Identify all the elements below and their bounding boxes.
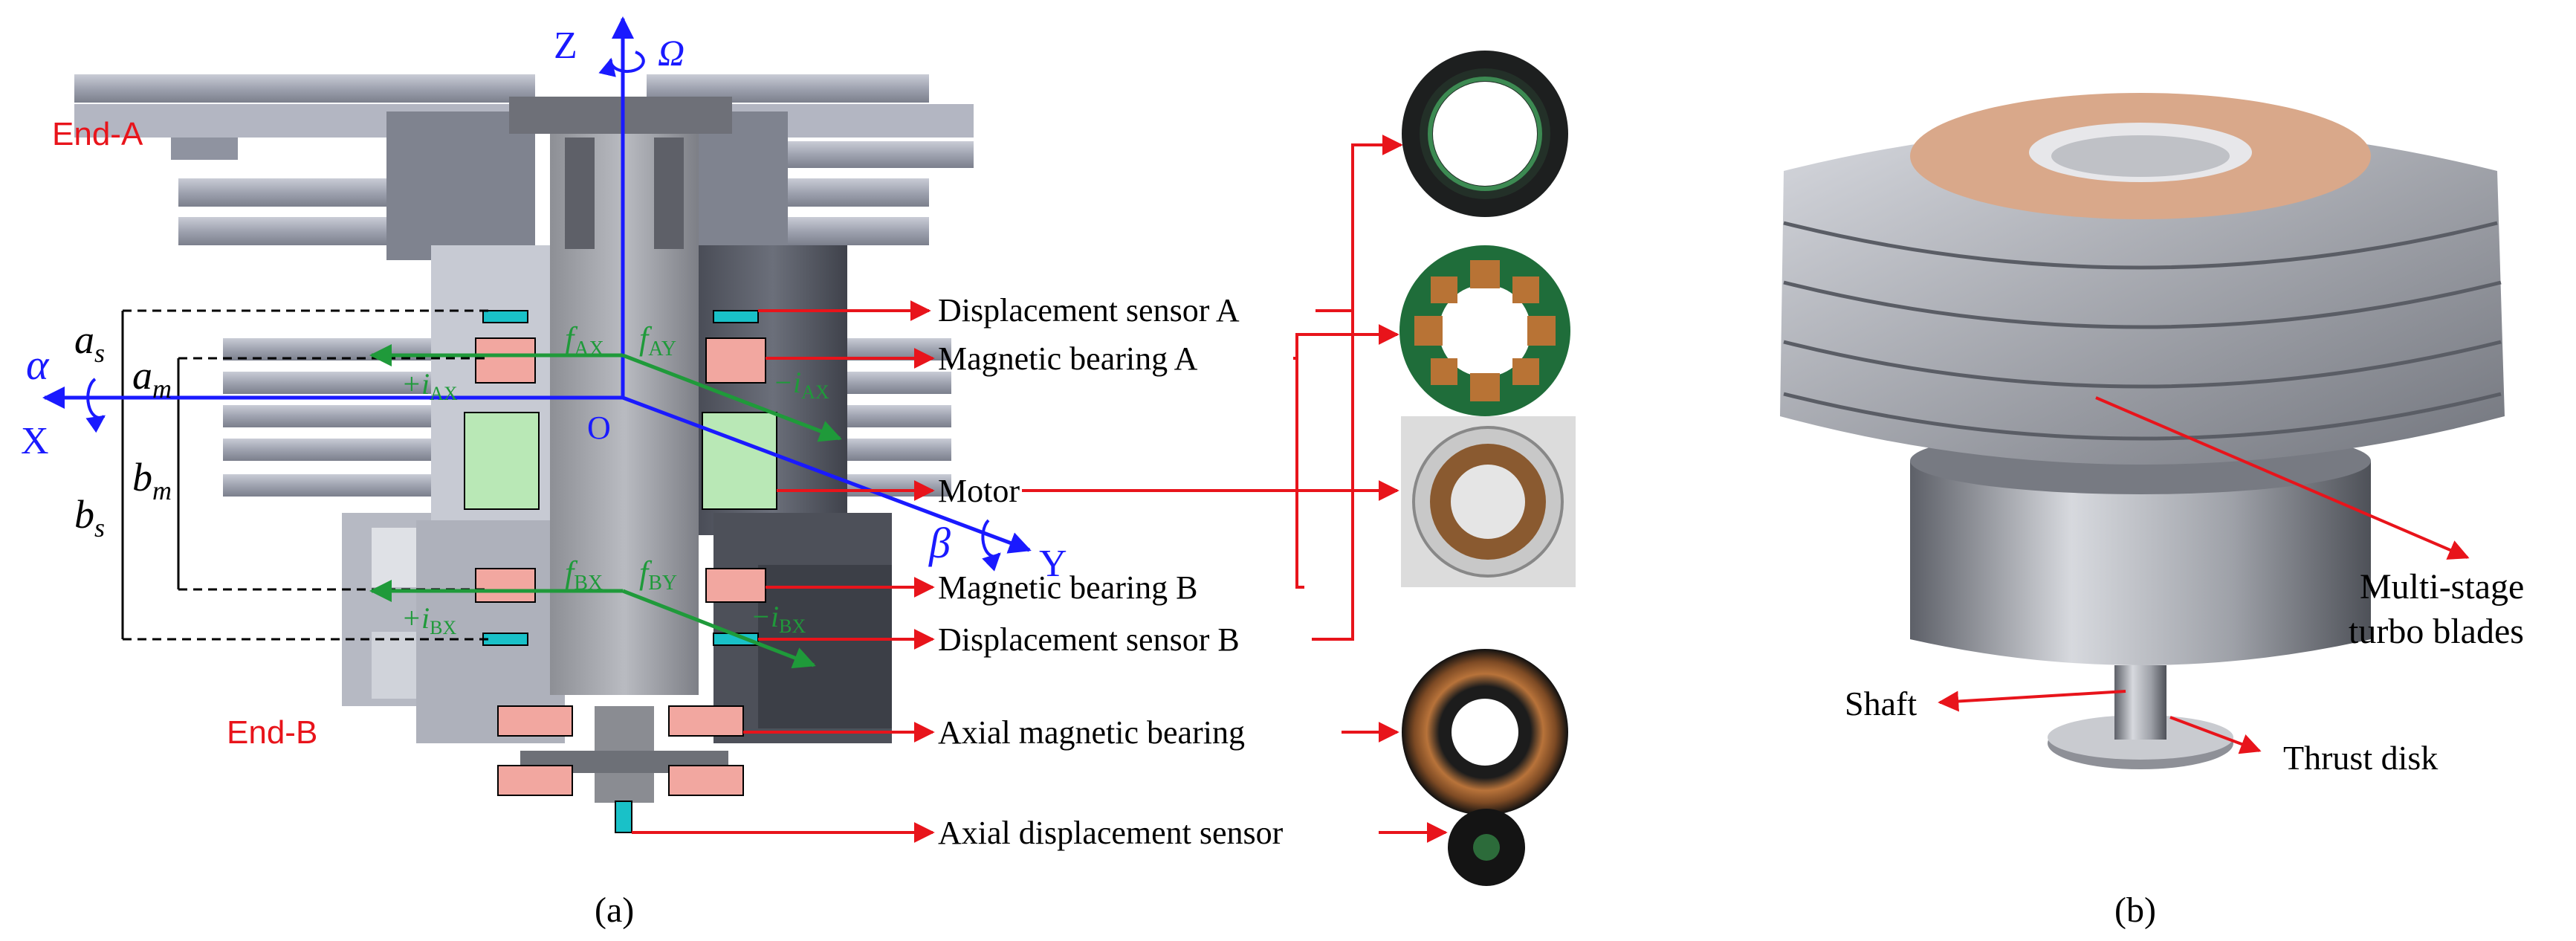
rotor-render [1780,93,2505,769]
i-bx-neg: −iBX [751,600,806,637]
panel-b-arrows [1938,396,2470,754]
dim-bs: bs [74,492,105,543]
omega-label: Ω [658,32,685,74]
end-a-label: End-A [52,116,143,152]
label-motor: Motor [938,473,1020,509]
photo-displacement-sensor-a [1402,51,1568,217]
label-shaft: Shaft [1845,685,1917,722]
panel-b-text: Multi-stage turbo blades Shaft Thrust di… [1845,567,2524,777]
label-magnetic-bearing-b: Magnetic bearing B [938,569,1197,606]
photo-magnetic-bearing-a [1399,245,1570,416]
photo-motor [1401,416,1576,587]
origin-label: O [587,410,611,446]
label-multi-stage: Multi-stage [2360,567,2524,607]
motor-windings [464,412,777,510]
alpha-label: α [26,340,50,389]
dim-am: am [132,353,172,404]
label-displacement-sensor-a: Displacement sensor A [938,292,1240,329]
caption-b: (b) [2114,890,2156,930]
bearing-coils [475,337,766,796]
i-ax-neg: −iAX [773,366,829,403]
leader-arrows-right [1022,135,1448,843]
housing-upper [74,74,974,260]
axis-x-label: X [21,420,49,462]
label-thrust-disk: Thrust disk [2283,739,2438,777]
label-magnetic-bearing-a: Magnetic bearing A [938,340,1198,377]
axis-z-label: Z [554,25,577,67]
photo-axial-displacement-sensor [1448,809,1525,886]
component-labels: Displacement sensor A Magnetic bearing A… [938,292,1284,851]
i-ax-pos: +iAX [401,367,458,404]
dim-bm: bm [132,455,172,505]
label-displacement-sensor-b: Displacement sensor B [938,621,1240,658]
coordinate-axes [42,16,1032,572]
beta-label: β [928,519,951,567]
caption-a: (a) [595,890,634,930]
label-axial-displacement-sensor: Axial displacement sensor [938,815,1284,851]
panel-a-text: End-A End-B Z Ω X α Y β O as am bs bm fA… [21,25,1067,751]
end-b-label: End-B [227,714,317,751]
i-bx-pos: +iBX [401,601,456,638]
dim-as: as [74,317,105,368]
leader-arrows-left [632,300,935,843]
force-arrows [369,344,842,669]
photo-axial-magnetic-bearing [1402,649,1568,815]
cross-section-drawing [74,74,974,833]
label-axial-magnetic-bearing: Axial magnetic bearing [938,714,1245,751]
axis-y-label: Y [1039,543,1067,585]
label-turbo-blades: turbo blades [2349,612,2524,651]
